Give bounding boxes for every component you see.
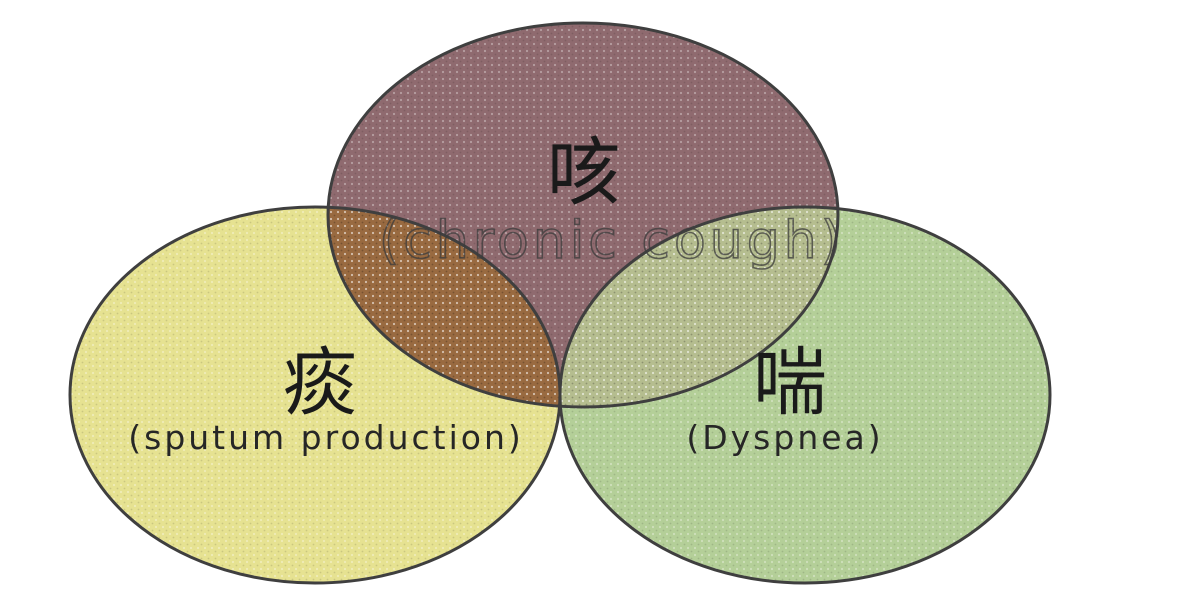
sputum-label-cn: 痰 bbox=[283, 340, 357, 426]
texture-cough bbox=[328, 23, 838, 407]
cough-label-en: (chronic cough) bbox=[379, 211, 845, 271]
dyspnea-label-cn: 喘 bbox=[753, 340, 827, 426]
cough-circle-outline bbox=[326, 21, 840, 409]
cough-label-cn: 咳 bbox=[547, 130, 621, 216]
sputum-label-en: (sputum production) bbox=[128, 418, 524, 457]
dyspnea-circle-outline bbox=[558, 205, 1052, 585]
dyspnea-label-en: (Dyspnea) bbox=[686, 418, 883, 457]
